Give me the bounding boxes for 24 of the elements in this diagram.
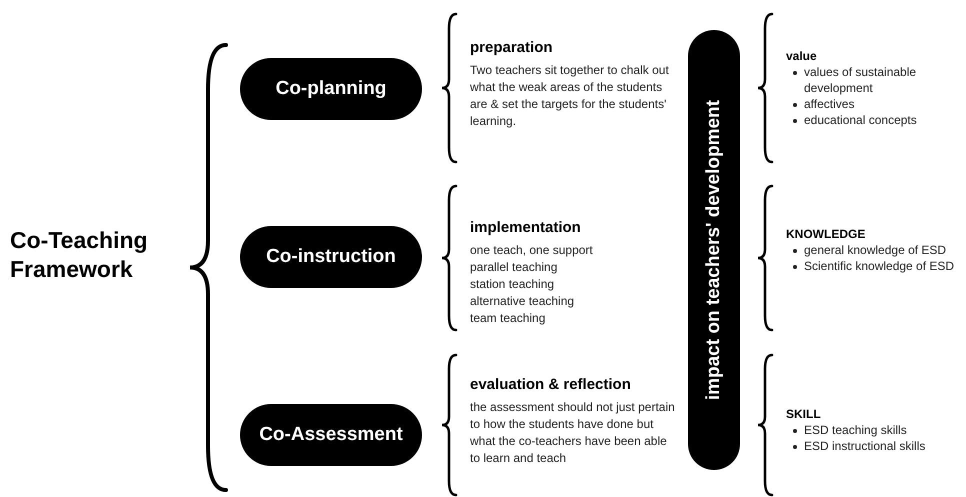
- bullet-text: general knowledge of ESD: [804, 242, 946, 258]
- list-item: parallel teaching: [470, 259, 558, 276]
- section-heading: SKILL: [786, 406, 822, 422]
- section-heading: evaluation & reflection: [470, 375, 632, 395]
- bullet-text: ESD instructional skills: [804, 438, 926, 454]
- section-heading: value: [786, 48, 818, 64]
- list-item: team teaching: [470, 310, 546, 327]
- description-text: the assessment should not just pertain to how the students have done but what the co-teachers have been able to learn and teach: [470, 399, 676, 467]
- list-item: station teaching: [470, 276, 556, 293]
- bullet-text: educational concepts: [804, 112, 917, 128]
- vertical-pill: impact on teachers' development: [688, 30, 740, 470]
- list-item: one teach, one support: [470, 242, 594, 259]
- section-heading: implementation: [470, 218, 582, 238]
- list-item: alternative teaching: [470, 293, 576, 310]
- bullet-text: Scientific knowledge of ESD: [804, 258, 954, 274]
- diagram-title: Co-Teaching Framework: [10, 226, 149, 284]
- label-pill: Co-planning: [240, 58, 422, 120]
- bullet-text: ESD teaching skills: [804, 422, 907, 438]
- section-heading: preparation: [470, 38, 554, 58]
- label-pill: Co-Assessment: [240, 404, 422, 466]
- label-pill: Co-instruction: [240, 226, 422, 288]
- description-text: Two teachers sit together to chalk out what the weak areas of the students are & set the targets for the students' learning.: [470, 62, 670, 130]
- section-heading: KNOWLEDGE: [786, 226, 866, 242]
- bullet-text: affectives: [804, 96, 854, 112]
